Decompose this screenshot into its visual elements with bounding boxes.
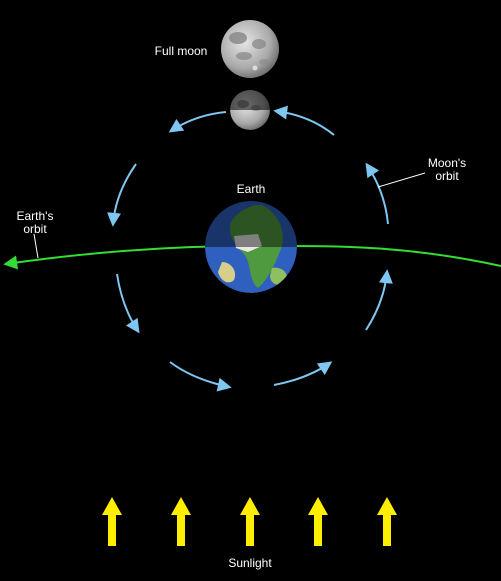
up-arrow-icon [308,497,328,546]
orbit-arrow-top-left [168,111,227,133]
up-arrow-icon [377,497,397,546]
orbit-arrow-lower-left [116,273,140,334]
up-arrow-icon [102,497,122,546]
moons-orbit [107,105,393,392]
moon-phase-icon [230,90,270,130]
earths-orbit-leader-line [33,233,39,259]
orbit-arrow-lower-right [365,269,393,331]
up-arrow-icon [171,497,191,546]
up-arrow-icon [240,497,260,546]
full-moon-label: Full moon [155,44,208,58]
sunlight-label: Sunlight [228,556,272,570]
orbit-arrow-upper-left [107,163,137,227]
earth-label: Earth [237,182,266,196]
earth-globe-icon [205,201,297,293]
moon-full-icon [221,20,279,78]
earths-orbit-label-line2: orbit [23,222,47,236]
orbit-arrow-bottom-left [169,361,232,392]
orbit-arrow-top-right [273,105,335,136]
orbit-arrow-upper-right [365,162,389,225]
moons-orbit-label-line2: orbit [435,169,459,183]
sunlight-arrows [102,497,397,546]
orbit-arrow-bottom-right [273,361,333,386]
moons-orbit-label-line1: Moon's [428,156,466,170]
earths-orbit-label-line1: Earth's [17,209,54,223]
moons-orbit-leader-line [377,172,426,188]
